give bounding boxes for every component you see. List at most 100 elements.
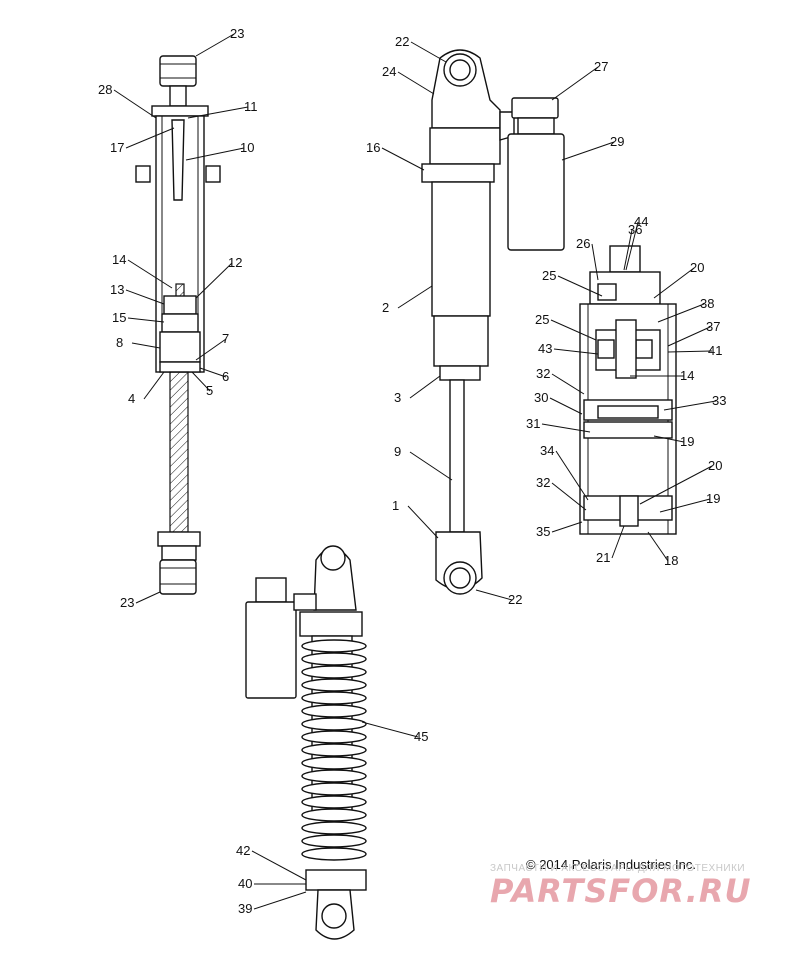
leader-line	[653, 267, 695, 299]
callout-26: 26	[576, 236, 590, 251]
callout-7: 7	[222, 331, 229, 346]
callout-6: 6	[222, 369, 229, 384]
leader-line	[251, 850, 307, 881]
spring-coil	[301, 704, 367, 718]
leader-line	[195, 338, 227, 361]
leader-line	[191, 371, 211, 392]
callout-36: 36	[628, 222, 642, 237]
copyright-notice: © 2014 Polaris Industries Inc.	[526, 857, 696, 872]
callout-19: 19	[706, 491, 720, 506]
callout-23: 23	[230, 26, 244, 41]
leader-line	[611, 525, 625, 559]
leader-lines	[113, 33, 717, 910]
watermark-logo: PARTSFOR.RU	[490, 872, 752, 910]
leader-line	[667, 350, 713, 353]
leader-line	[381, 147, 425, 171]
callout-35: 35	[536, 524, 550, 539]
callout-14: 14	[680, 368, 694, 383]
callout-22: 22	[508, 592, 522, 607]
callout-29: 29	[610, 134, 624, 149]
callout-11: 11	[244, 99, 258, 114]
leader-line	[409, 451, 453, 481]
callout-5: 5	[206, 383, 213, 398]
callout-25: 25	[542, 268, 556, 283]
leader-line	[127, 317, 165, 323]
leader-line	[361, 721, 419, 738]
callout-8: 8	[116, 335, 123, 350]
callout-34: 34	[540, 443, 554, 458]
spring-coil	[301, 691, 367, 705]
callout-14: 14	[112, 252, 126, 267]
leader-line	[409, 375, 441, 399]
leader-line	[657, 303, 705, 323]
leader-line	[551, 482, 587, 511]
callout-37: 37	[706, 319, 720, 334]
leader-line	[591, 243, 599, 281]
callout-32: 32	[536, 366, 550, 381]
callout-16: 16	[366, 140, 380, 155]
leader-line	[667, 326, 711, 347]
leader-line	[549, 397, 583, 415]
watermark-tagline: ЗАПЧАСТИ И АКСЕССУАРЫ ДЛЯ МОТОТЕХНИКИ	[490, 863, 746, 874]
spring-coil	[301, 834, 367, 848]
spring-coil	[301, 808, 367, 822]
callout-10: 10	[240, 140, 254, 155]
callout-9: 9	[394, 444, 401, 459]
spring-coil	[301, 795, 367, 809]
spring-coil	[301, 782, 367, 796]
callout-19: 19	[680, 434, 694, 449]
spring-coil	[301, 717, 367, 731]
callout-12: 12	[228, 255, 242, 270]
callout-43: 43	[538, 341, 552, 356]
spring-coil	[301, 847, 367, 861]
leader-line	[135, 591, 161, 604]
leader-line	[131, 342, 161, 349]
callout-2: 2	[382, 300, 389, 315]
coil-spring	[301, 639, 367, 861]
callout-28: 28	[98, 82, 112, 97]
coilover-assembly	[245, 545, 367, 940]
leader-line	[195, 262, 233, 299]
spring-coil	[301, 652, 367, 666]
callout-32: 32	[536, 475, 550, 490]
callout-39: 39	[238, 901, 252, 916]
spring-coil	[301, 665, 367, 679]
leader-line	[663, 400, 717, 411]
leader-line	[557, 275, 603, 297]
callout-40: 40	[238, 876, 252, 891]
callout-27: 27	[594, 59, 608, 74]
callout-38: 38	[700, 296, 714, 311]
left-cross-section	[135, 55, 221, 595]
spring-coil	[301, 678, 367, 692]
leader-line	[551, 66, 599, 101]
callout-20: 20	[708, 458, 722, 473]
callout-21: 21	[596, 550, 610, 565]
leader-line	[253, 891, 307, 910]
callout-3: 3	[394, 390, 401, 405]
callout-23: 23	[120, 595, 134, 610]
leader-line	[550, 319, 597, 341]
spring-coil	[301, 730, 367, 744]
callout-41: 41	[708, 343, 722, 358]
spring-coil	[301, 639, 367, 653]
leader-line	[561, 141, 615, 161]
callout-42: 42	[236, 843, 250, 858]
leader-line	[199, 367, 227, 378]
leader-line	[407, 505, 439, 539]
leader-line	[410, 41, 447, 63]
leader-line	[625, 221, 639, 271]
leader-line	[187, 106, 249, 119]
reservoir-cross-section	[579, 245, 677, 535]
spring-coil	[301, 821, 367, 835]
leader-line	[647, 531, 669, 562]
leader-line	[143, 371, 165, 400]
spring-coil	[301, 756, 367, 770]
spring-coil	[301, 743, 367, 757]
callout-18: 18	[664, 553, 678, 568]
callout-1: 1	[392, 498, 399, 513]
leader-line	[125, 289, 165, 305]
callout-4: 4	[128, 391, 135, 406]
